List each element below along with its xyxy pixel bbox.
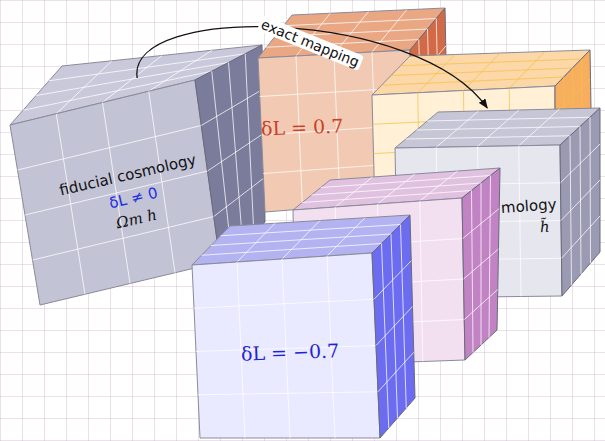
grid-line [321,176,491,188]
cube-node: mology h̃ [395,108,600,298]
grid-line [420,171,458,201]
grid-line [464,53,501,91]
grid-line [464,290,498,320]
grid-line [509,52,545,89]
grid-line [245,54,254,232]
cube-face [372,215,415,438]
grid-line [519,146,521,297]
grid-line [208,134,264,172]
cube-face [192,253,380,438]
grid-line [284,19,437,26]
grid-line [198,392,378,395]
grid-line [401,59,582,66]
grid-line [478,110,520,147]
grid-line [590,117,592,263]
grid-line [464,249,499,279]
grid-line [282,221,320,260]
cube-face [10,80,220,305]
grid-line [519,109,560,146]
grid-line [214,178,265,217]
grid-line [489,176,491,338]
grid-line [327,218,365,256]
grid-line [562,216,601,258]
cube-face [560,108,600,296]
grid-line [401,225,407,409]
cube-label: h̃ [540,219,551,237]
cube-label: δL = 0.7 [261,116,344,141]
cube-node: fiducial cosmologyδL ≠ 0Ωm h [10,78,222,304]
cube-face [462,168,500,360]
grid-line [376,307,413,346]
grid-line [378,174,416,204]
cube-label: Ωm h [115,207,159,233]
cube-label: δL = −0.7 [241,340,340,365]
grid-line [420,201,423,362]
grid-line [149,91,175,273]
grid-line [221,225,401,236]
grid-line [372,10,407,52]
grid-line [427,117,590,121]
cube-node: δL = −0.7 [192,215,414,439]
cube-label: mology [501,196,558,217]
grid-line [378,352,414,392]
grid-line [561,180,600,221]
blue-cube [192,215,415,438]
